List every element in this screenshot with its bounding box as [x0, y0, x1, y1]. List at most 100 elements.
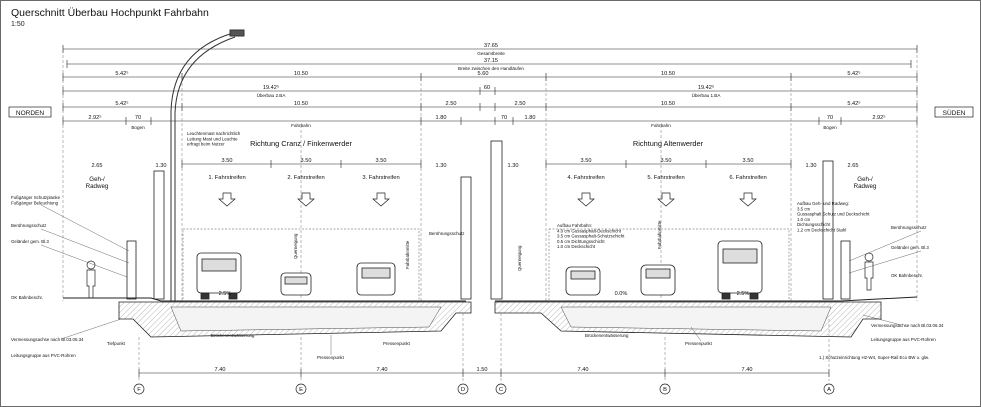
axis-marker-d — [457, 383, 469, 395]
lane-6-label: 6. Fahrstreifen — [729, 175, 766, 181]
lane-arrow-6 — [739, 192, 757, 207]
deck-surface — [63, 296, 918, 302]
dim-r5-midright: 10.50 — [661, 101, 675, 107]
railing-post-right-1 — [822, 160, 834, 300]
sidewalk-width-left: 2.65 — [92, 163, 103, 169]
beruehrungsschutz-note-right: Berührungsschutz — [891, 225, 926, 230]
curb-width-left: 1.30 — [156, 163, 167, 169]
dim-r6-l5: 70 — [501, 115, 507, 121]
dimension-chain — [62, 45, 918, 301]
compass-south: SÜDEN — [943, 109, 966, 117]
axis-label-f: F — [137, 387, 141, 393]
dim-r6-l3: 1.80 — [436, 115, 447, 121]
curb-width-mid-left: 1.30 — [436, 163, 447, 169]
lane-width-6: 3.50 — [743, 158, 754, 164]
dim-r4-right-label: Überbau 1.BA — [692, 92, 722, 98]
dim-r4-left: 19.42⁵ — [263, 84, 279, 91]
drawing-title: Querschnitt Überbau Hochpunkt Fahrbahn — [11, 7, 209, 19]
railing-post-mid-right — [490, 140, 503, 300]
dim-r6-l2: 70 — [135, 115, 141, 121]
pedestrian-left — [86, 260, 96, 299]
dim-r5-right: 5.42⁵ — [847, 100, 860, 107]
girder-left-void — [170, 306, 442, 332]
bottom-dimension-chain — [138, 313, 830, 381]
girder-right-void — [560, 306, 832, 332]
bottom-dim-1: 7.40 — [215, 367, 226, 373]
lane-arrow-3 — [372, 192, 390, 207]
axis-label-b: B — [663, 387, 667, 393]
entwaesserung-note-right: Brückenentwässerung — [585, 333, 629, 338]
lamp-post — [170, 29, 245, 301]
dim-r6-r2: 2.92⁵ — [872, 114, 885, 121]
fahrbahnmitte-right: Fahrbahnmitte — [657, 220, 662, 249]
ok-bahn-note: OK Bahnbeschr. — [11, 295, 43, 300]
lane-5-label: 5. Fahrstreifen — [647, 175, 684, 181]
dim-r3-right: 5.42⁵ — [847, 70, 860, 77]
lane-width-2: 3.50 — [301, 158, 312, 164]
querneigung-right: Querneigung — [517, 245, 522, 271]
fahrbahnmitte-left: Fahrbahnmitte — [405, 240, 410, 269]
dim-handrail-label: Breite zwischen den Handläufen — [458, 66, 524, 71]
dim-r4-right: 19.42⁵ — [698, 84, 714, 91]
axis-label-e: E — [299, 387, 303, 393]
entwaesserung-note-left: Brückenentwässerung — [211, 333, 255, 338]
lane-arrows — [218, 192, 757, 207]
beruehrungsschutz-note-mid: Berührungsschutz — [429, 231, 464, 236]
querneigung-left: Querneigung — [293, 233, 298, 259]
ok-bahn-note-right: OK Bahnbeschr. — [891, 273, 923, 278]
lane-4-label: 4. Fahrstreifen — [567, 175, 604, 181]
sidewalk-label-left: Geh-/Radweg — [86, 176, 109, 190]
slope-mid: 0.0% — [615, 291, 628, 297]
lane-arrow-4 — [577, 192, 595, 207]
dim-r6-r1: 70 — [827, 115, 833, 121]
truck-right — [717, 240, 763, 300]
gelaender-note-right: Geländer gem. Bl.3 — [891, 245, 929, 250]
dim-r3-gap: 5.60 — [478, 71, 489, 77]
axis-marker-e — [295, 383, 307, 395]
schutzeinrichtung-note: 1.) Schutzeinrichtung H2-W4, Super-Rail … — [819, 355, 929, 360]
dimension-labels: 37.65 Gesamtbreite 37.15 Breite zwischen… — [88, 43, 885, 169]
axis-label-c: C — [499, 387, 503, 393]
bottom-dim-gap: 1.50 — [477, 367, 488, 373]
drawing-scale: 1:50 — [11, 21, 25, 28]
lane-width-4: 3.50 — [581, 158, 592, 164]
aufbau-fahrbahn-note: Aufbau Fahrbahn:4.0 cm Gussasphalt-Decks… — [557, 223, 625, 249]
slope-left: 2.5% — [219, 291, 232, 297]
bottom-dim-2: 7.40 — [377, 367, 388, 373]
tiefpunkt-note: Tiefpunkt — [107, 341, 126, 346]
car-2 — [356, 262, 396, 296]
lane-width-5: 3.50 — [661, 158, 672, 164]
dim-r4-left-label: Überbau 2.BA — [257, 92, 287, 98]
axis-label-d: D — [461, 387, 465, 393]
railing-post-left-2 — [153, 170, 165, 300]
car-3 — [565, 266, 601, 296]
dim-total-label: Gesamtbreite — [477, 51, 505, 56]
beruehrungsschutz-note-left: Berührungsschutz — [11, 223, 46, 228]
bottom-dim-4: 7.40 — [742, 367, 753, 373]
vermessung-note-left: Vermessungsachse nach Bl.03.06.34 — [11, 337, 84, 342]
dim-r3-midleft: 10.50 — [294, 71, 308, 77]
compass-south-box — [934, 106, 974, 118]
sidewalk-width-right: 2.65 — [848, 163, 859, 169]
lane-1-label: 1. Fahrstreifen — [208, 175, 245, 181]
leader-lines — [40, 204, 922, 355]
dim-r5-left: 5.42⁵ — [115, 100, 128, 107]
pedestrian-right — [864, 252, 874, 291]
railing-post-mid-left — [460, 176, 472, 300]
bogen-label-left: Bogen — [131, 125, 145, 130]
axis-marker-f — [133, 383, 145, 395]
dim-r5-b: 2.50 — [515, 101, 526, 107]
dim-r6-l4: 1.80 — [525, 115, 536, 121]
lane-width-3: 3.50 — [376, 158, 387, 164]
pressenpunkt-note-left: Pressenpunkt — [317, 355, 345, 360]
fahrbahn-label-right: Fahrbahn — [651, 123, 671, 128]
dim-handrail: 37.15 — [484, 58, 498, 64]
bogen-label-right: Bogen — [823, 125, 837, 130]
car-1 — [280, 272, 312, 296]
pressenpunkt-note-right: Pressenpunkt — [685, 341, 713, 346]
axis-marker-a — [823, 383, 835, 395]
